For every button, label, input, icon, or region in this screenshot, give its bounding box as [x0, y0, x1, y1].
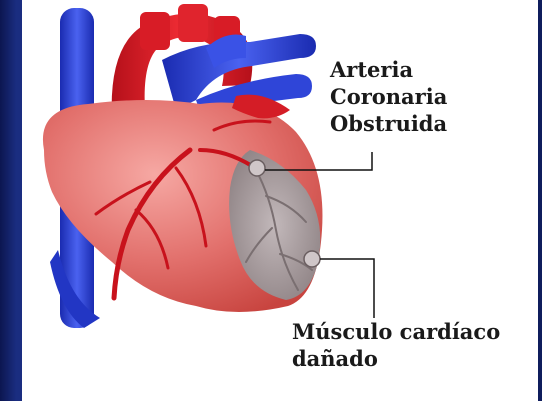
damage-marker	[304, 251, 320, 267]
blockage-marker	[249, 160, 265, 176]
muscle-label-line2: dañado	[292, 345, 500, 372]
muscle-label-line1: Músculo cardíaco	[292, 318, 500, 345]
artery-label-line2: Coronaria	[330, 83, 447, 110]
muscle-leader-line	[320, 259, 374, 318]
artery-label-line3: Obstruida	[330, 110, 447, 137]
artery-label-line1: Arteria	[330, 56, 447, 83]
blocked-artery-label: Arteria Coronaria Obstruida	[330, 56, 447, 137]
damaged-muscle-label: Músculo cardíaco dañado	[292, 318, 500, 372]
